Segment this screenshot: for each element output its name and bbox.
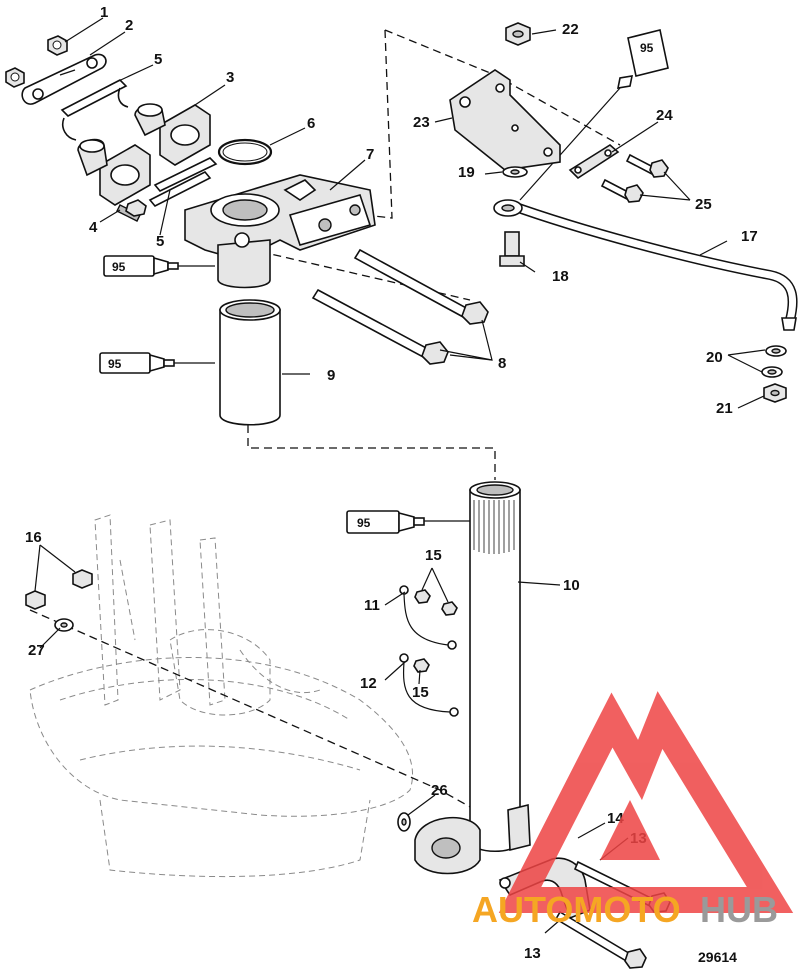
callout-9: 9 <box>327 367 335 384</box>
part-4-screw <box>116 199 147 222</box>
callout-1: 1 <box>100 4 108 21</box>
sealant-tube-center: 95 <box>346 510 470 534</box>
callout-10: 10 <box>563 577 580 594</box>
part-8-long-bolts <box>311 248 489 365</box>
part-24-retainer-plate <box>568 144 620 180</box>
callout-5-upper: 5 <box>154 51 162 68</box>
callout-24: 24 <box>656 107 673 124</box>
callout-15-upper: 15 <box>425 547 442 564</box>
part-21-nut <box>763 383 787 403</box>
sealant-tube-label: 95 <box>108 357 122 371</box>
callout-2: 2 <box>125 17 133 34</box>
sealant-tube-middle-left: 95 <box>99 352 215 374</box>
part-27-washer <box>54 618 74 632</box>
callout-21: 21 <box>716 400 733 417</box>
part-22-nut <box>505 22 531 46</box>
callout-17: 17 <box>741 228 758 245</box>
callout-7: 7 <box>366 146 374 163</box>
callout-26: 26 <box>431 782 448 799</box>
callout-19: 19 <box>458 164 475 181</box>
callout-8: 8 <box>498 355 506 372</box>
part-6-o-ring <box>217 138 273 166</box>
callout-22: 22 <box>562 21 579 38</box>
watermark-text-automoto: AUTOMOTO <box>472 889 681 930</box>
watermark-text-hub: HUB <box>700 889 778 930</box>
part-5-upper-liner <box>60 79 129 141</box>
part-26-washer <box>397 812 411 832</box>
part-7-steering-arm-swivel <box>184 174 376 289</box>
sealant-tube-label: 95 <box>112 260 126 274</box>
part-23-mounting-bracket <box>449 69 561 171</box>
sealant-tube-label: 95 <box>357 516 371 530</box>
part-10-swivel-tube <box>414 481 531 875</box>
callout-leader-lines <box>34 17 766 934</box>
part-18-bolt <box>499 231 525 267</box>
part-11-ground-strap <box>399 585 457 650</box>
callout-11: 11 <box>364 597 380 614</box>
callout-27: 27 <box>28 642 45 659</box>
part-20-washers <box>761 345 787 378</box>
callout-25: 25 <box>695 196 712 213</box>
sealant-tube-label: 95 <box>640 41 654 55</box>
callout-6: 6 <box>307 115 315 132</box>
driveshaft-housing-ghost-outline <box>29 514 414 878</box>
callout-4: 4 <box>89 219 98 236</box>
callout-13-lower: 13 <box>524 945 541 962</box>
part-25-bolts <box>600 153 669 203</box>
callout-18: 18 <box>552 268 569 285</box>
part-3-rubber-mount-lower <box>77 138 151 206</box>
figure-number: 29614 <box>698 949 737 965</box>
part-19-washer <box>502 166 528 178</box>
part-1-nut <box>5 35 68 88</box>
part-17-steering-link-rod <box>493 199 798 331</box>
sealant-tube-upper-left: 95 <box>103 255 215 277</box>
callout-15-lower: 15 <box>412 684 429 701</box>
callout-5-lower: 5 <box>156 233 164 250</box>
callout-20: 20 <box>706 349 723 366</box>
part-2-link-strap <box>21 53 107 105</box>
part-9-upper-bushing <box>219 299 281 426</box>
automotohub-watermark-logo <box>498 691 794 913</box>
callout-12: 12 <box>360 675 377 692</box>
part-15-screws <box>413 589 458 673</box>
part-5-lower-liner <box>148 157 218 208</box>
part-16-nuts <box>25 569 93 610</box>
sealant-tube-upper-right: 95 <box>519 29 669 201</box>
part-12-ground-strap <box>399 653 459 717</box>
callout-23: 23 <box>413 114 430 131</box>
callout-16: 16 <box>25 529 42 546</box>
callout-3: 3 <box>226 69 234 86</box>
